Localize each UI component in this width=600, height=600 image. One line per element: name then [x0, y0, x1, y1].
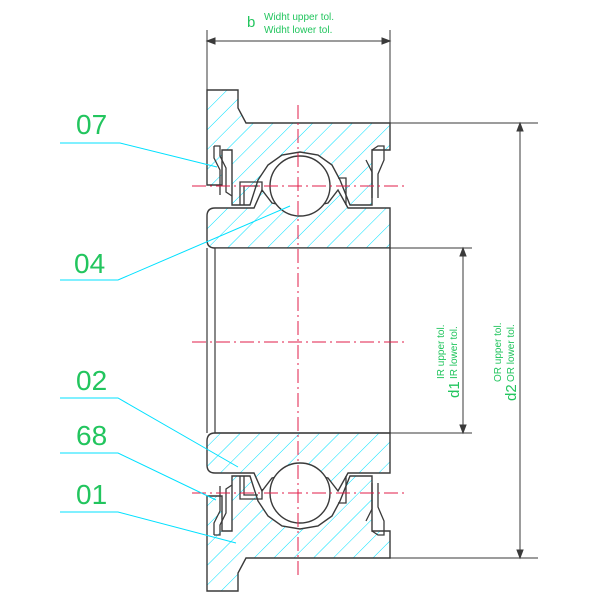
- or-upper-tolerance: OR upper tol.: [493, 323, 504, 382]
- width-symbol: b: [247, 14, 255, 31]
- outer-diameter-dimension: [390, 121, 538, 560]
- ir-upper-tolerance: IR upper tol.: [436, 325, 447, 379]
- inner-diameter-dimension: [390, 246, 472, 435]
- bore: [206, 247, 391, 434]
- width-upper-tolerance: Widht upper tol.: [264, 12, 334, 23]
- shield-left-bottom: [213, 484, 233, 536]
- part-label-07: 07: [76, 109, 107, 140]
- center-lines: [192, 105, 404, 575]
- ir-lower-tolerance: IR lower tol.: [449, 326, 460, 379]
- part-label-68: 68: [76, 420, 107, 451]
- shield-right-top: [365, 145, 385, 198]
- shield-right-bottom: [365, 483, 385, 536]
- part-label-04: 04: [74, 248, 105, 279]
- part-label-01: 01: [76, 479, 107, 510]
- width-lower-tolerance: Widht lower tol.: [264, 25, 332, 36]
- cage-bottom: [239, 476, 347, 504]
- d1-symbol: d1: [446, 381, 463, 398]
- shield-left-top: [213, 145, 233, 197]
- outer-ring-bottom: [206, 475, 391, 592]
- or-lower-tolerance: OR lower tol.: [506, 324, 517, 382]
- part-leaders: [60, 142, 291, 544]
- width-dimension: [205, 30, 392, 123]
- d2-symbol: d2: [503, 384, 520, 401]
- part-label-02: 02: [76, 365, 107, 396]
